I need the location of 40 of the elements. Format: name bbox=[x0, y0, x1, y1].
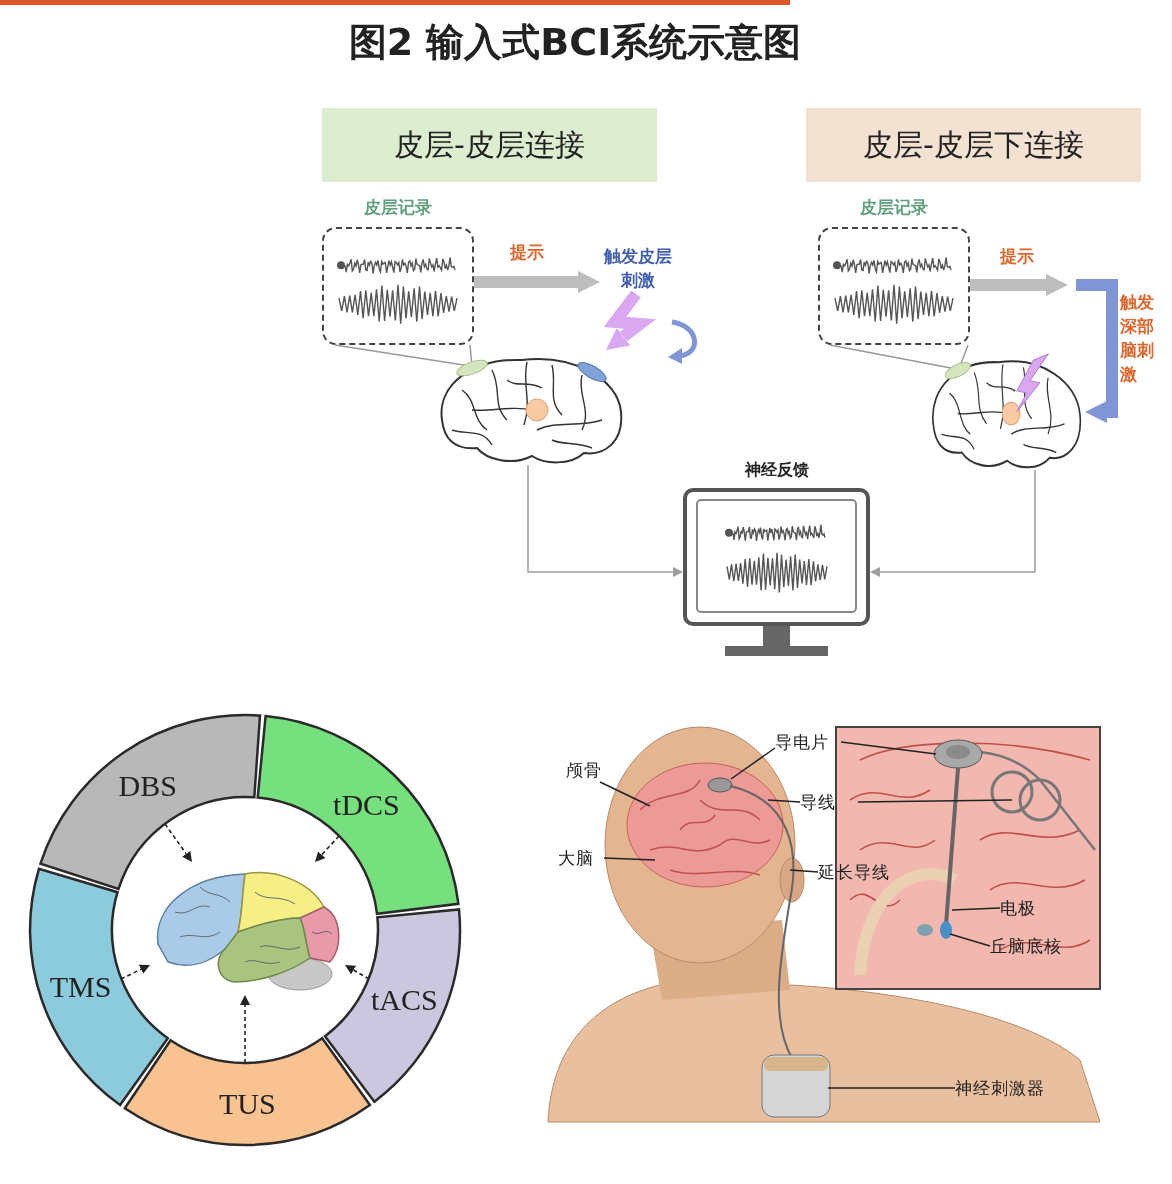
arrow bbox=[120, 964, 150, 980]
header-box: 皮层-皮层连接 bbox=[322, 108, 657, 182]
part-label: 电极 bbox=[1000, 896, 1046, 920]
leader-line bbox=[599, 781, 651, 807]
part-label: 丘脑底核 bbox=[990, 934, 1076, 958]
leader-line bbox=[334, 344, 473, 367]
arrow bbox=[315, 835, 340, 863]
leader-line bbox=[827, 1087, 956, 1089]
part-label: 大脑 bbox=[558, 846, 604, 870]
header-box: 皮层-皮层下连接 bbox=[806, 108, 1141, 182]
part-label: 导电片 bbox=[775, 730, 841, 754]
segment-label: TMS bbox=[48, 968, 113, 1005]
title: 图2 输入式BCI系统示意图 bbox=[347, 19, 803, 66]
leader-line bbox=[767, 799, 801, 803]
leader-line bbox=[829, 344, 969, 370]
arrow bbox=[527, 464, 683, 577]
part-label: 神经刺激器 bbox=[955, 1076, 1055, 1100]
leader-line bbox=[857, 799, 1013, 803]
part-label: 颅骨 bbox=[566, 758, 612, 782]
arrow bbox=[870, 469, 1036, 577]
arrow bbox=[344, 964, 370, 980]
leader-line bbox=[603, 857, 656, 861]
arrow bbox=[474, 271, 600, 293]
arrow bbox=[603, 290, 657, 350]
segment-label: TUS bbox=[217, 1086, 277, 1122]
segment-label: DBS bbox=[117, 767, 178, 804]
part-label: 导线 bbox=[800, 790, 858, 814]
leader-line bbox=[951, 907, 1001, 911]
segment-label: tDCS bbox=[332, 787, 401, 824]
section-heading: 皮层记录 bbox=[859, 196, 929, 219]
leader-line bbox=[949, 933, 991, 947]
section-heading: 皮层记录 bbox=[363, 196, 433, 219]
arrow bbox=[970, 274, 1068, 296]
arrow bbox=[164, 823, 192, 862]
segment-label: tACS bbox=[369, 982, 439, 1019]
section-heading: 神经反馈 bbox=[743, 459, 810, 481]
leader-line bbox=[789, 869, 819, 873]
leader-line bbox=[840, 741, 937, 755]
arrow bbox=[1076, 279, 1118, 423]
annotation-text: 触发皮层刺激 bbox=[600, 244, 676, 294]
